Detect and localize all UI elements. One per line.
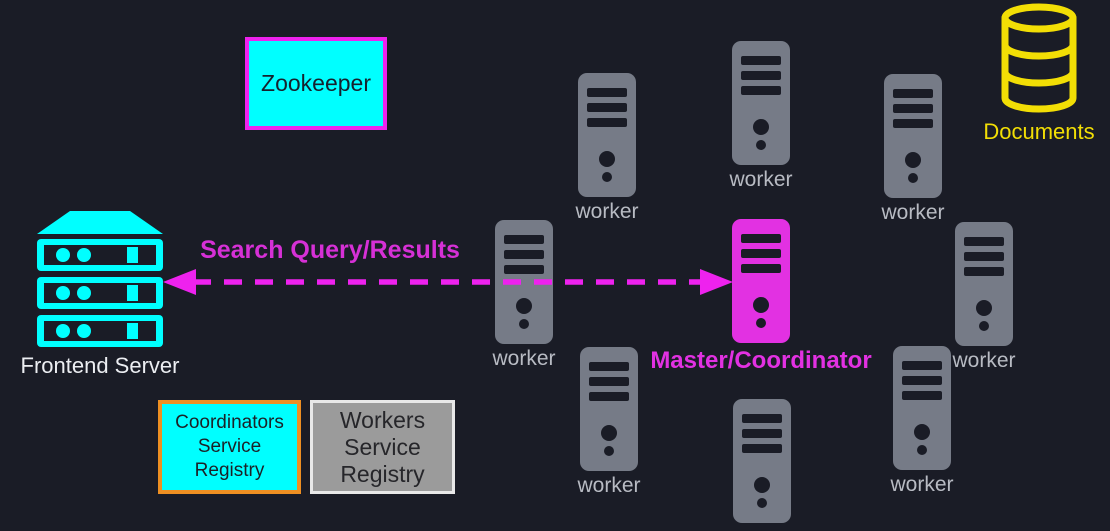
worker-group: worker bbox=[562, 73, 652, 224]
server-rack-icon bbox=[37, 211, 163, 347]
registry-line: Registry bbox=[194, 460, 265, 481]
worker-server-icon bbox=[733, 399, 791, 523]
registry-line: Workers bbox=[339, 406, 426, 433]
worker-label: worker bbox=[729, 168, 793, 191]
worker-label: worker bbox=[890, 473, 954, 496]
worker-server-icon bbox=[732, 41, 790, 165]
master-server-icon bbox=[732, 219, 790, 343]
worker-label: worker bbox=[577, 474, 641, 497]
worker-group: worker bbox=[564, 347, 654, 498]
worker-group bbox=[717, 399, 807, 523]
documents-label: Documents bbox=[983, 119, 1095, 144]
worker-label: worker bbox=[492, 347, 556, 370]
worker-group: worker bbox=[939, 222, 1029, 373]
worker-server-icon bbox=[884, 74, 942, 198]
worker-server-icon bbox=[580, 347, 638, 471]
workers-service-registry-box: Workers Service Registry bbox=[310, 400, 455, 494]
registry-line: Coordinators bbox=[175, 412, 284, 433]
arrowhead-right bbox=[700, 269, 733, 295]
worker-label: worker bbox=[881, 201, 945, 224]
registry-line: Registry bbox=[340, 460, 425, 487]
worker-server-icon bbox=[893, 346, 951, 470]
documents-group: Documents bbox=[983, 3, 1095, 145]
frontend-server-label: Frontend Server bbox=[20, 353, 180, 378]
worker-group: worker bbox=[868, 74, 958, 225]
zookeeper-box: Zookeeper bbox=[245, 37, 387, 130]
master-coordinator-label: Master/Coordinator bbox=[650, 347, 872, 374]
worker-group: worker bbox=[877, 346, 967, 497]
arrowhead-left bbox=[163, 269, 196, 295]
worker-group: worker bbox=[716, 41, 806, 192]
zookeeper-label: Zookeeper bbox=[261, 70, 371, 96]
database-icon bbox=[1001, 3, 1077, 113]
worker-server-icon bbox=[955, 222, 1013, 346]
flow-label: Search Query/Results bbox=[200, 236, 460, 264]
worker-server-icon bbox=[578, 73, 636, 197]
frontend-server-group: Frontend Server bbox=[20, 211, 180, 379]
worker-label: worker bbox=[952, 349, 1016, 372]
coordinators-service-registry-box: Coordinators Service Registry bbox=[158, 400, 301, 494]
bidirectional-dashed-arrow bbox=[163, 269, 733, 295]
master-coordinator-group: Master/Coordinator bbox=[645, 219, 877, 375]
registry-line: Service bbox=[344, 433, 421, 460]
worker-label: worker bbox=[575, 200, 639, 223]
registry-line: Service bbox=[197, 436, 262, 457]
